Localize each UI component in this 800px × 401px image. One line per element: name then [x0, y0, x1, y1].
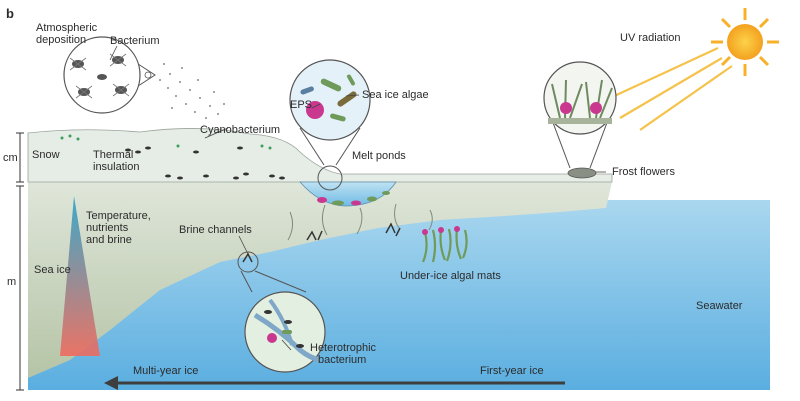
sea-ice-algae-label: Sea ice algae [362, 89, 429, 101]
frost-flowers-label: Frost flowers [612, 166, 675, 178]
bacterium-inset [63, 36, 156, 114]
temperature-label-line1: Temperature, [86, 210, 151, 222]
sea-ice-body [28, 182, 612, 378]
temperature-label-line2: nutrients [86, 222, 129, 234]
heterotrophic-bacterium-inset [240, 270, 326, 373]
bacterium-label: Bacterium [110, 35, 160, 47]
multi-year-ice-label: Multi-year ice [133, 365, 198, 377]
gradient-triangle [60, 196, 100, 356]
deposition-particles [159, 63, 225, 119]
brine-channel-zoom-circle [237, 251, 259, 273]
heterotrophic-label-line1: Heterotrophic [310, 342, 377, 354]
frost-flowers-small [567, 167, 597, 179]
atmospheric-deposition-line1: Atmospheric [36, 22, 98, 34]
brine-streaks [287, 203, 433, 241]
melt-pond-zoom-circle [317, 165, 343, 191]
cyanobacterium-label: Cyanobacterium [200, 124, 280, 136]
melt-ponds-label: Melt ponds [352, 150, 406, 162]
sea-ice-label: Sea ice [34, 264, 71, 276]
uv-rays [609, 47, 733, 131]
temperature-label-line3: and brine [86, 234, 132, 246]
eps-label: EPS [290, 99, 312, 111]
under-ice-algal-mats-label: Under-ice algal mats [400, 270, 501, 282]
brine-channels-label: Brine channels [179, 224, 252, 236]
frost-flowers-inset [543, 61, 617, 169]
snow-organisms [60, 134, 285, 180]
scale-m-label: m [7, 276, 16, 288]
thermal-insulation-line2: insulation [93, 161, 139, 173]
heterotrophic-label-line2: bacterium [318, 354, 366, 366]
ice-age-arrow [104, 376, 565, 390]
under-ice-algal-mats [421, 228, 468, 263]
panel-label: b [6, 6, 14, 21]
sea-ice-algae-inset [289, 59, 371, 166]
scale-cm-label: cm [3, 152, 18, 164]
uv-radiation-label: UV radiation [620, 32, 681, 44]
first-year-ice-label: First-year ice [480, 365, 544, 377]
thermal-insulation-line1: Thermal [93, 149, 133, 161]
snow-label: Snow [32, 149, 60, 161]
pond-algae [317, 191, 390, 206]
leader-lines [109, 45, 606, 351]
depth-scale [16, 132, 24, 391]
atmospheric-deposition-line2: deposition [36, 34, 86, 46]
algal-mat-flowers [422, 226, 460, 235]
sun-icon [711, 8, 779, 76]
seawater-label: Seawater [696, 300, 743, 312]
